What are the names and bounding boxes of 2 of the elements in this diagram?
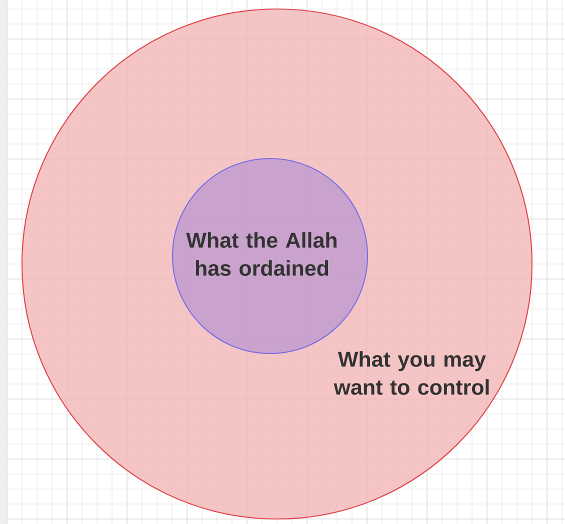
circle-label: What the Allah has ordained xyxy=(186,232,336,276)
circle-label: What you may want to control xyxy=(334,351,489,395)
